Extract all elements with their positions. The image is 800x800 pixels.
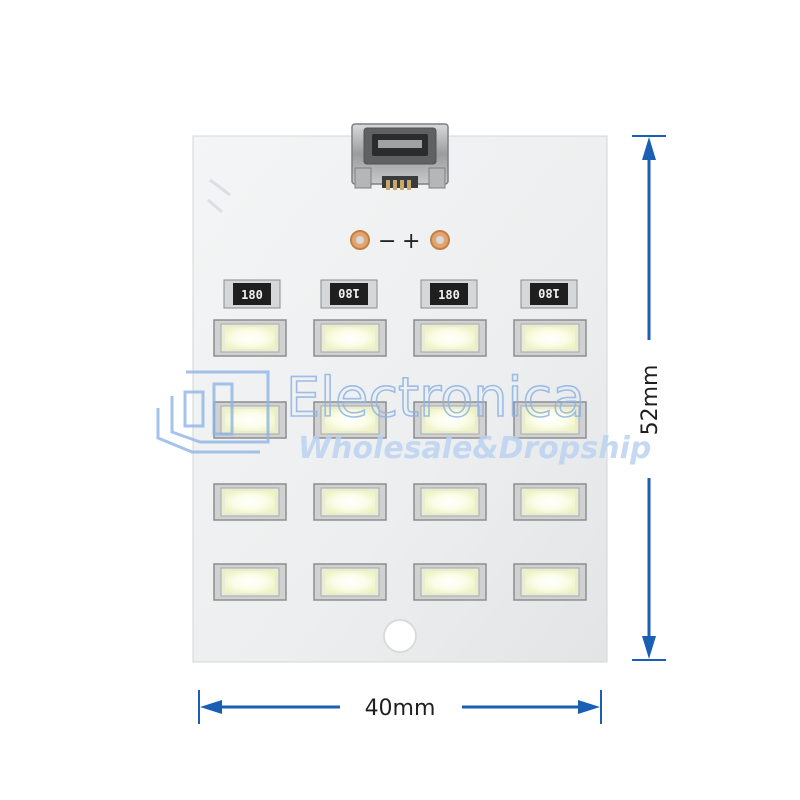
resistor: 180 (420, 279, 478, 309)
height-dimension: 52mm (632, 135, 666, 661)
watermark-brand: Electronica (286, 366, 585, 429)
arrow-up-icon (642, 137, 656, 160)
height-label: 52mm (638, 365, 663, 436)
smd-led (513, 563, 587, 601)
resistor-code: 180 (338, 286, 360, 300)
mounting-hole (383, 619, 417, 653)
micro-usb-connector (351, 123, 449, 190)
resistor: 180 (520, 279, 578, 309)
resistor-code: 180 (241, 288, 263, 302)
width-dimension: 40mm (198, 690, 602, 724)
watermark-tagline: Wholesale&Dropship (298, 431, 651, 466)
resistor-code: 180 (538, 286, 560, 300)
width-label: 40mm (365, 696, 436, 721)
resistor-row: 180 180 180 180 (223, 279, 578, 309)
watermark: Electronica Wholesale&Dropship (156, 365, 651, 466)
smd-led (413, 401, 487, 439)
smd-led (413, 563, 487, 601)
smd-led (213, 483, 287, 521)
arrow-right-icon (578, 700, 600, 714)
smd-led (313, 319, 387, 357)
watermark-logo-icon (156, 370, 270, 454)
smd-led (513, 401, 587, 439)
smd-led (513, 319, 587, 357)
resistor: 180 (320, 279, 378, 309)
resistor: 180 (223, 279, 281, 309)
led-grid (213, 319, 587, 601)
polarity-plus-label: + (402, 229, 420, 254)
smd-led (413, 483, 487, 521)
polarity-pads: − + (350, 229, 450, 254)
smd-led (513, 483, 587, 521)
polarity-minus-label: − (378, 229, 396, 254)
smd-led (313, 563, 387, 601)
arrow-down-icon (642, 636, 656, 659)
resistor-code: 180 (438, 288, 460, 302)
smd-led (313, 401, 387, 439)
smd-led (213, 319, 287, 357)
smd-led (213, 563, 287, 601)
smd-led (213, 401, 287, 439)
smd-led (413, 319, 487, 357)
smd-led (313, 483, 387, 521)
arrow-left-icon (200, 700, 222, 714)
